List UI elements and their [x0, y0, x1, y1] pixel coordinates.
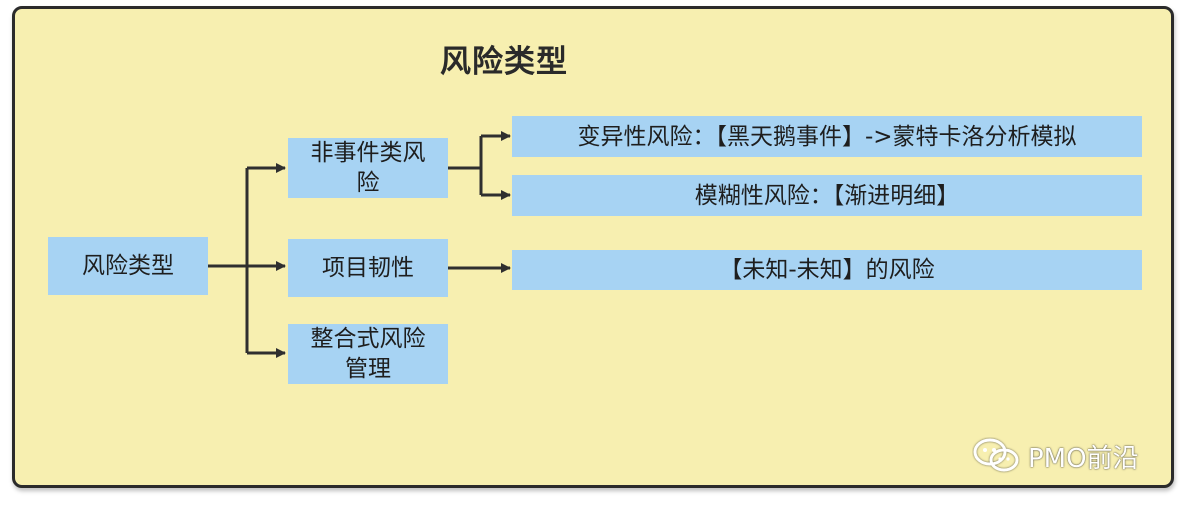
- node-variability-risk: 变异性风险：【黑天鹅事件】->蒙特卡洛分析模拟: [512, 116, 1142, 157]
- node-non-event-risk-label: 非事件类风险: [310, 140, 426, 196]
- node-integrated-risk-management: 整合式风险管理: [288, 324, 448, 384]
- wechat-icon: [973, 438, 1019, 472]
- node-unknown-unknown-risk: 【未知-未知】的风险: [512, 250, 1142, 290]
- watermark-text: PMO前沿: [1028, 443, 1139, 474]
- node-root: 风险类型: [48, 237, 208, 295]
- watermark: PMO前沿: [972, 437, 1139, 475]
- node-integrated-risk-management-label: 整合式风险管理: [310, 326, 426, 382]
- diagram-title: 风险类型: [440, 44, 568, 80]
- node-ambiguity-risk: 模糊性风险：【渐进明细】: [512, 175, 1142, 216]
- node-non-event-risk: 非事件类风险: [288, 138, 448, 198]
- node-project-resilience: 项目韧性: [288, 239, 448, 297]
